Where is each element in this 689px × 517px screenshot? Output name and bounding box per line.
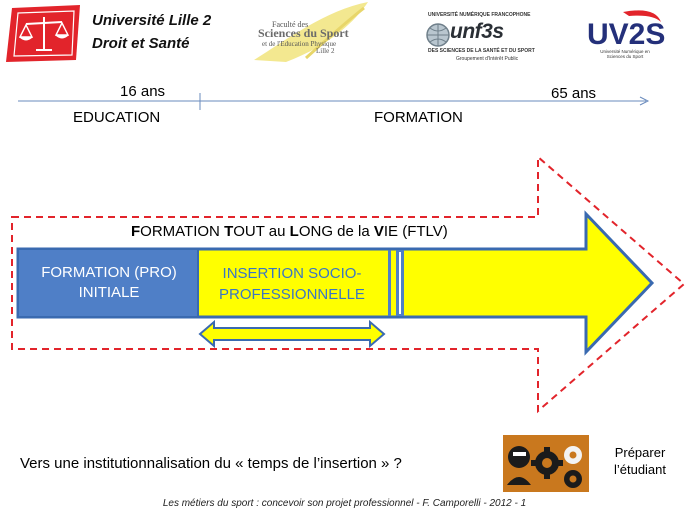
uv2s-main: UV2S [587,18,665,50]
initial-training-block [17,248,199,318]
initial-line2: INITIALE [78,284,140,301]
insertion-line2: PROFESSIONNELLE [219,286,365,303]
title-initial: V [373,223,384,240]
staps-line3: et de l'Education Physique [262,40,337,48]
title-initial: T [224,223,234,240]
ftlv-title: FORMATION TOUT au LONG de la VIE (FTLV) [131,223,448,240]
insertion-divider-highlight [399,252,401,314]
gears-icon [503,435,589,492]
unf3s-mid: DES SCIENCES DE LA SANTÉ ET DU SPORT [428,48,535,54]
insertion-divider [388,250,391,316]
lille-line1: Université Lille 2 [92,12,212,29]
globe-icon [426,23,450,47]
title-part: ORMATION [140,223,225,240]
unf3s-logo: UNIVERSITÉ NUMÉRIQUE FRANCOPHONE unf3s D… [416,8,535,64]
formation-label: FORMATION [374,109,463,126]
insertion-range-arrow [198,319,386,349]
student-gears-image [503,435,589,492]
lille-line2: Droit et Santé [92,35,190,52]
leaf-swoosh-icon [254,2,368,62]
age-65-label: 65 ans [551,85,597,102]
faculte-sciences-sport-logo: Faculté des Sciences du Sport et de l'Ed… [246,0,376,70]
title-part: OUT au [233,223,290,240]
slide-footer: Les métiers du sport : concevoir son pro… [162,498,527,509]
prepare-student-label: Préparer l’étudiant [600,444,680,478]
insertion-question: Vers une institutionnalisation du « temp… [20,455,402,472]
initial-training-label: FORMATION (PRO) INITIALE [20,263,198,303]
staps-line1: Faculté des [272,20,309,29]
insertion-line1: INSERTION SOCIO- [222,265,362,282]
universite-lille2-logo: Université Lille 2 Droit et Santé [6,4,212,64]
justice-scales-icon [6,5,80,62]
unf3s-main: unf3s [450,20,504,43]
unf3s-top: UNIVERSITÉ NUMÉRIQUE FRANCOPHONE [428,12,531,18]
staps-line4: Lille 2 [316,47,335,55]
insertion-label: INSERTION SOCIO- PROFESSIONNELLE [198,263,386,305]
prepare-line2: l’étudiant [613,462,667,477]
prepare-line1: Préparer [614,445,666,460]
title-part: IE (FTLV) [383,223,448,240]
uv2s-logo: UV2S Université Numérique en Sciences du… [583,8,665,64]
title-initial: L [289,223,299,240]
initial-line1: FORMATION (PRO) [41,264,177,281]
uv2s-wordmark-icon: UV2S [587,10,665,50]
uv2s-sub: Université Numérique en Sciences du Spor… [600,49,650,59]
title-part: ONG de la [298,223,374,240]
age-16-label: 16 ans [120,83,166,100]
title-initial: F [131,223,141,240]
unf3s-bottom: Groupement d'Intérêt Public [456,56,519,62]
education-label: EDUCATION [73,109,161,126]
staps-line2: Sciences du Sport [258,26,349,40]
ftlv-dashed-arrow [11,154,686,414]
